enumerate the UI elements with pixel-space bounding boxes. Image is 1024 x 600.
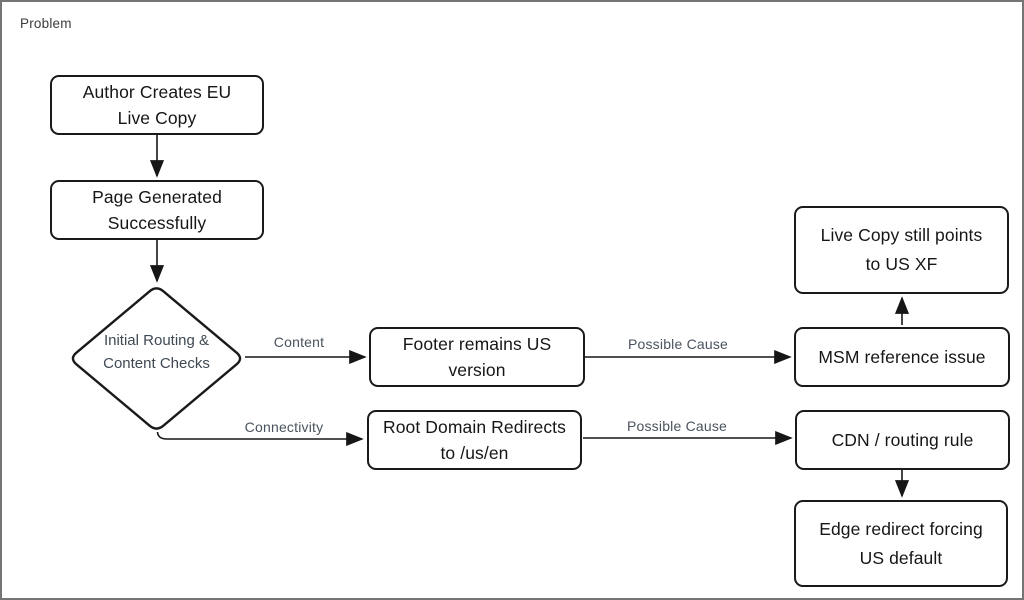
node-cdn-routing-rule[interactable]: CDN / routing rule	[795, 410, 1010, 470]
edge-label-possible-cause-root: Possible Cause	[626, 418, 728, 434]
diagram-title: Problem	[20, 16, 72, 31]
node-author-creates-eu-live-copy[interactable]: Author Creates EU Live Copy	[50, 75, 264, 135]
edge-label-connectivity: Connectivity	[244, 419, 324, 435]
edge-label-possible-cause-footer: Possible Cause	[627, 336, 729, 352]
decision-diamond-shape[interactable]	[71, 287, 242, 430]
node-footer-remains-us-version[interactable]: Footer remains US version	[369, 327, 585, 387]
node-decision-initial-routing-label[interactable]: Initial Routing & Content Checks	[103, 332, 210, 372]
node-msm-reference-issue[interactable]: MSM reference issue	[794, 327, 1010, 387]
node-page-generated-successfully[interactable]: Page Generated Successfully	[50, 180, 264, 240]
node-root-domain-redirects[interactable]: Root Domain Redirects to /us/en	[367, 410, 582, 470]
node-edge-redirect-forcing-us-default[interactable]: Edge redirect forcing US default	[794, 500, 1008, 587]
arrow-decision-to-root	[156, 431, 364, 447]
node-live-copy-still-points-to-us-xf[interactable]: Live Copy still points to US XF	[794, 206, 1009, 294]
edge-label-content: Content	[273, 334, 325, 350]
